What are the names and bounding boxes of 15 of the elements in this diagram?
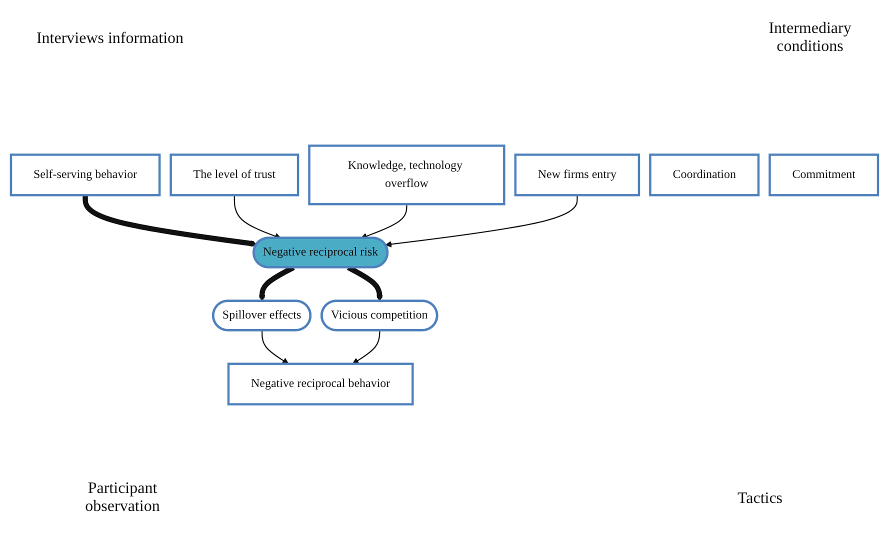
note-text: Interviews information [35,30,185,48]
node-box: Negative reciprocal behavior [227,362,414,406]
node-box: Self-serving behavior [10,154,161,196]
node-box: New firms entry [514,154,640,196]
arrow [385,195,578,248]
note-text: Intermediary conditions [768,20,852,56]
node-box: Knowledge, technology overflow [308,144,506,206]
node-box: The level of trust [170,154,300,196]
arrow [262,330,289,364]
node-box: Commitment [768,154,880,196]
arrow [352,330,380,364]
node-box: Coordination [649,154,760,196]
note-text: Participant observation [84,480,161,516]
arrow [82,195,258,247]
note-text: Tactics [736,490,784,508]
